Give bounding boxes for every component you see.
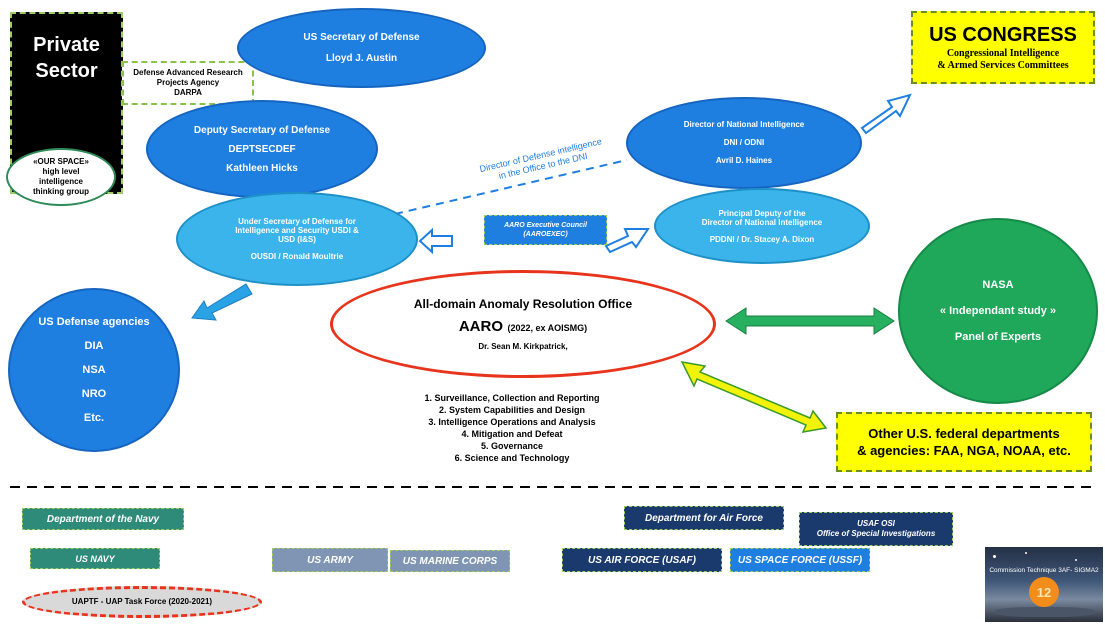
deptsecdef-abbr: DEPTSECDEF [228,143,296,155]
arrow-to-defense-agencies [191,283,253,321]
mission-item: 6. Science and Technology [454,453,570,463]
us-marine-corps-box: US MARINE CORPS [390,550,510,572]
darpa-box: Defense Advanced Research Projects Agenc… [122,61,254,105]
defense-agency-item: NRO [81,388,107,400]
usdi-line3: USD (I&S) [278,235,316,244]
pddni-ellipse: Principal Deputy of the Director of Nati… [654,188,870,264]
us-space-force-box: US SPACE FORCE (USSF) [730,548,870,572]
deptsecdef-name: Kathleen Hicks [226,162,298,174]
nasa-ellipse: NASA « Independant study » Panel of Expe… [898,218,1098,404]
our-space-line2: high level [42,167,80,176]
air-force-department-box: Department for Air Force [624,506,784,530]
nasa-title: NASA [982,279,1014,291]
aaroexec-box: AARO Executive Council (AAROEXEC) [484,215,607,245]
pddni-line2: Director of National Intelligence [701,217,823,227]
secdef-name: Lloyd J. Austin [325,53,398,64]
darpa-line3: DARPA [174,88,202,97]
congress-line2: & Armed Services Committees [937,59,1069,71]
aaro-ellipse: All-domain Anomaly Resolution Office AAR… [330,270,716,378]
missions-list: 1. Surveillance, Collection and Reportin… [392,392,632,464]
us-army-box: US ARMY [272,548,388,572]
aaroexec-line2: (AAROEXEC) [523,231,568,238]
arrow-aaro-other-federal [680,361,828,433]
uaptf-ellipse: UAPTF - UAP Task Force (2020-2021) [22,586,262,618]
logo-text: Commission Technique 3AF- SIGMA2 [989,567,1099,574]
defense-agency-item: NSA [82,364,106,376]
arrow-to-congress [860,93,912,135]
arrow-to-pddni [604,228,650,254]
congress-line1: Congressional Intelligence [946,47,1060,59]
usaf-osi-box: USAF OSI Office of Special Investigation… [799,512,953,546]
mission-item: 4. Mitigation and Defeat [461,429,563,439]
mission-item: 3. Intelligence Operations and Analysis [428,417,596,427]
aaro-title: All-domain Anomaly Resolution Office [413,296,633,311]
dni-name: Avril D. Haines [715,156,773,165]
arrow-to-usdi [418,227,453,255]
other-federal-line1: Other U.S. federal departments [868,426,1060,441]
usdi-line2: Intelligence and Security USDI & [235,226,359,235]
defense-agencies-ellipse: US Defense agencies DIA NSA NRO Etc. [8,288,180,452]
secdef-ellipse: US Secretary of Defense Lloyd J. Austin [237,8,486,88]
darpa-line1: Defense Advanced Research [133,68,243,77]
arrow-aaro-nasa [725,307,895,335]
logo-badge: 12 [1029,577,1059,607]
deptsecdef-ellipse: Deputy Secretary of Defense DEPTSECDEF K… [146,100,378,198]
other-federal-line2: & agencies: FAA, NGA, NOAA, etc. [857,443,1071,458]
nasa-study: « Independant study » [939,305,1057,317]
our-space-line1: «OUR SPACE» [33,157,89,166]
other-federal-box: Other U.S. federal departments & agencie… [836,412,1092,472]
congress-box: US CONGRESS Congressional Intelligence &… [911,11,1095,84]
aaro-acronym-row: AARO (2022, ex AOISMG) [459,318,587,336]
dni-abbr: DNI / ODNI [723,138,765,147]
usaf-osi-line2: Office of Special Investigations [816,529,936,538]
our-space-line3: intelligence [38,177,83,186]
navy-department-box: Department of the Navy [22,508,184,530]
deptsecdef-title: Deputy Secretary of Defense [193,124,331,136]
nasa-panel: Panel of Experts [954,331,1042,343]
dni-link-line [394,159,628,215]
us-navy-box: US NAVY [30,548,160,569]
pddni-line1: Principal Deputy of the [718,208,806,218]
aaroexec-line1: AARO Executive Council [504,222,587,229]
aaro-suffix: (2022, ex AOISMG) [507,322,588,333]
usdi-name: OUSDI / Ronald Moultrie [250,252,344,261]
dni-title: Director of National Intelligence [683,120,805,129]
congress-title: US CONGRESS [929,23,1077,46]
private-sector-title: Private Sector [33,34,100,82]
defense-agency-item: Etc. [83,412,105,424]
secdef-title: US Secretary of Defense [303,32,420,43]
our-space-line4: thinking group [33,187,89,196]
uaptf-label: UAPTF - UAP Task Force (2020-2021) [71,597,213,606]
defense-agency-item: DIA [84,340,104,352]
dni-ellipse: Director of National Intelligence DNI / … [626,97,862,189]
mission-item: 1. Surveillance, Collection and Reportin… [424,393,600,403]
commission-logo: Commission Technique 3AF- SIGMA2 12 [985,547,1103,622]
mission-item: 5. Governance [480,441,544,451]
us-air-force-box: US AIR FORCE (USAF) [562,548,722,572]
darpa-line2: Projects Agency [156,78,220,87]
usdi-line1: Under Secretary of Defense for [238,217,356,226]
mission-item: 2. System Capabilities and Design [438,405,586,415]
our-space-ellipse: «OUR SPACE» high level intelligence thin… [6,148,116,206]
defense-agencies-title: US Defense agencies [38,316,150,328]
aaro-acronym: AARO [458,317,503,335]
usdi-ellipse: Under Secretary of Defense for Intellige… [176,192,418,286]
aaro-director: Dr. Sean M. Kirkpatrick, [478,341,568,351]
pddni-name: PDDNI / Dr. Stacey A. Dixon [709,234,815,244]
usaf-osi-line1: USAF OSI [857,519,895,528]
